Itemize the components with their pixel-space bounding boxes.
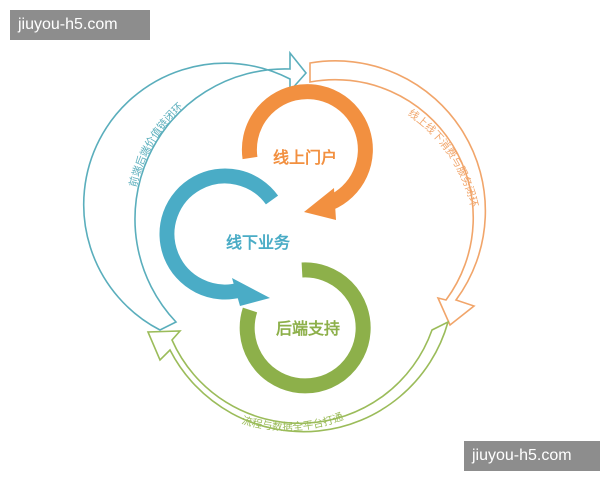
outer-arrow-bottom: 流程与数据全平台打通 [146, 320, 450, 433]
ring-bottom: 后端支持 [239, 262, 371, 394]
ring-middle-label: 线下业务 [226, 233, 291, 252]
ring-top: 线上门户 [241, 84, 373, 220]
watermark-bottom: jiuyou-h5.com [464, 441, 600, 471]
ring-top-label: 线上门户 [273, 148, 337, 167]
ring-middle: 线下业务 [159, 168, 291, 306]
watermark-top: jiuyou-h5.com [10, 10, 150, 40]
ring-bottom-label: 后端支持 [276, 319, 340, 338]
